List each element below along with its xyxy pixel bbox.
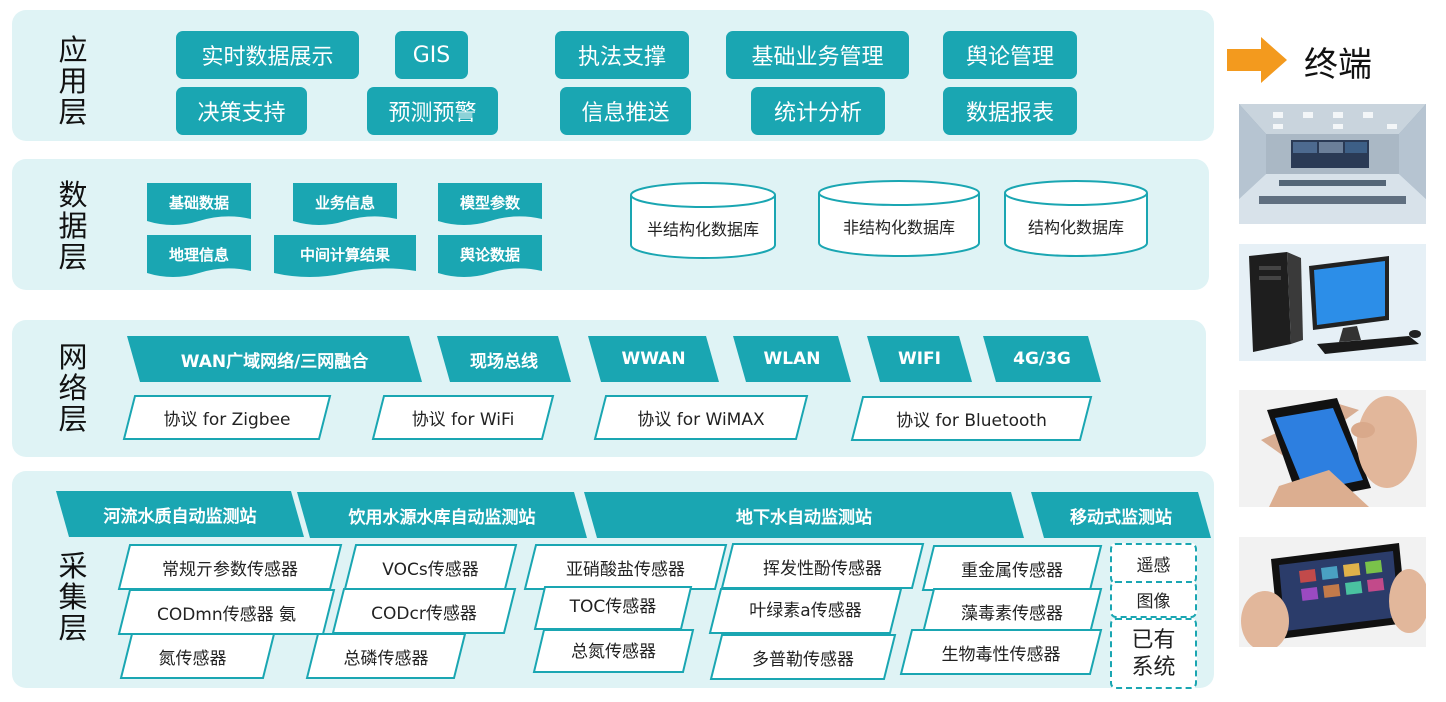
- source-existing-system: 已有系统: [1110, 618, 1197, 689]
- collection-layer-title: 采集层: [58, 549, 88, 645]
- terminal-label: 终端: [1304, 45, 1372, 85]
- sensor-bio-toxicity: 生物毒性传感器: [899, 629, 1103, 675]
- module-decision-support: 决策支持: [176, 87, 307, 135]
- tablet-icon: [1239, 537, 1426, 647]
- desktop-computer-icon: [1239, 244, 1426, 361]
- sensor-volatile-phenol: 挥发性酚传感器: [720, 543, 925, 589]
- source-image: 图像: [1110, 581, 1197, 618]
- station-groundwater: 地下水自动监测站: [584, 492, 1024, 538]
- protocol-zigbee: 协议 for Zigbee: [122, 395, 332, 440]
- doc-intermediate-results: 中间计算结果: [274, 235, 416, 279]
- doc-business-info: 业务信息: [293, 183, 397, 227]
- protocol-bluetooth: 协议 for Bluetooth: [850, 396, 1093, 441]
- net-wifi: WIFI: [867, 336, 972, 382]
- net-wwan: WWAN: [588, 336, 719, 382]
- station-mobile: 移动式监测站: [1031, 492, 1211, 538]
- protocol-wifi: 协议 for WiFi: [371, 395, 555, 440]
- sensor-codcr: CODcr传感器: [331, 588, 517, 634]
- doc-basic-data: 基础数据: [147, 183, 251, 227]
- network-layer-title: 网络层: [58, 340, 88, 436]
- sensor-total-nitrogen: 总氮传感器: [532, 629, 695, 673]
- sensor-nitrite: 亚硝酸盐传感器: [523, 544, 728, 590]
- sensor-doppler: 多普勒传感器: [709, 634, 897, 680]
- sensor-nitrogen: 氮传感器: [119, 633, 276, 679]
- module-basic-business: 基础业务管理: [726, 31, 909, 79]
- module-data-reports: 数据报表: [943, 87, 1077, 135]
- module-forecast-warning: 预测预警: [367, 87, 498, 135]
- module-statistics: 统计分析: [751, 87, 885, 135]
- db-unstructured: 非结构化数据库: [817, 179, 981, 258]
- source-remote-sensing: 遥感: [1110, 543, 1197, 584]
- net-fieldbus: 现场总线: [437, 336, 571, 382]
- doc-opinion-data: 舆论数据: [438, 235, 542, 279]
- protocol-wimax: 协议 for WiMAX: [593, 395, 809, 440]
- station-reservoir: 饮用水源水库自动监测站: [297, 492, 587, 538]
- db-semi-structured: 半结构化数据库: [629, 181, 777, 260]
- sensor-heavy-metal: 重金属传感器: [921, 545, 1103, 591]
- sensor-conventional: 常规亓参数传感器: [117, 544, 343, 590]
- net-wan: WAN广域网络/三网融合: [127, 336, 422, 382]
- module-opinion-management: 舆论管理: [943, 31, 1077, 79]
- sensor-codmn: CODmn传感器 氨: [117, 589, 336, 635]
- smartphone-icon: [1239, 390, 1426, 507]
- sensor-algal-toxin: 藻毒素传感器: [921, 588, 1103, 634]
- module-law-enforcement: 执法支撑: [555, 31, 689, 79]
- sensor-total-phosphorus: 总磷传感器: [305, 633, 467, 679]
- db-structured: 结构化数据库: [1003, 179, 1149, 258]
- net-wlan: WLAN: [733, 336, 851, 382]
- doc-geo-info: 地理信息: [147, 235, 251, 279]
- data-layer-title: 数据层: [58, 178, 88, 274]
- module-info-push: 信息推送: [560, 87, 691, 135]
- arrow-right-icon: [1227, 37, 1287, 83]
- application-layer-title: 应用层: [58, 33, 88, 129]
- station-river: 河流水质自动监测站: [56, 491, 304, 537]
- sensor-chlorophyll: 叶绿素a传感器: [708, 588, 903, 634]
- sensor-vocs: VOCs传感器: [343, 544, 518, 590]
- module-gis: GIS: [395, 31, 468, 79]
- net-4g3g: 4G/3G: [983, 336, 1101, 382]
- doc-model-params: 模型参数: [438, 183, 542, 227]
- sensor-toc: TOC传感器: [533, 586, 693, 630]
- module-realtime-display: 实时数据展示: [176, 31, 359, 79]
- control-room-icon: [1239, 104, 1426, 224]
